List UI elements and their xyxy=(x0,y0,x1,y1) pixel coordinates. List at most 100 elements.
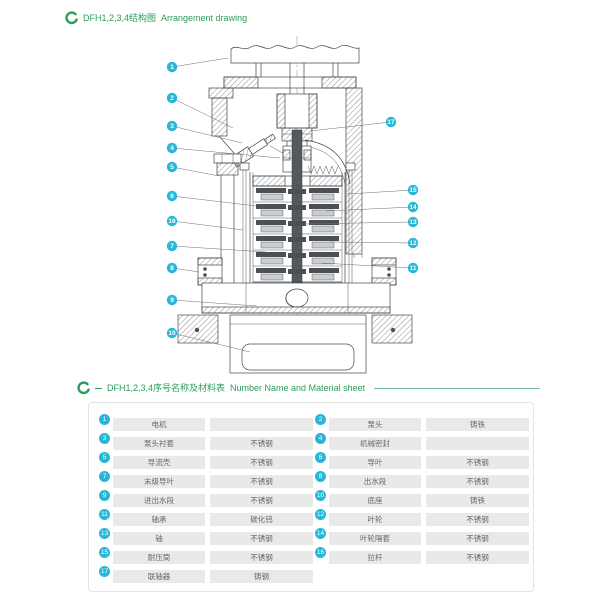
svg-text:9: 9 xyxy=(170,297,174,304)
part-name-cell: 轴承 xyxy=(113,513,205,526)
row-number-badge: 17 xyxy=(99,566,110,577)
suction-flange-right xyxy=(353,254,397,286)
callout-6: 6 xyxy=(166,190,257,207)
header-rule xyxy=(374,387,540,389)
part-material-cell xyxy=(426,437,529,450)
table-title-zh: DFH1,2,3,4序号名称及材料表 xyxy=(107,382,226,393)
svg-text:17: 17 xyxy=(387,119,395,126)
part-material-cell: 不锈钢 xyxy=(210,456,313,469)
brand-logo-icon xyxy=(64,11,78,25)
pump-casing xyxy=(201,282,391,314)
brand-logo-icon xyxy=(76,381,90,395)
part-material-cell: 不锈钢 xyxy=(210,532,313,545)
row-number-badge: 7 xyxy=(99,471,110,482)
row-number-badge: 14 xyxy=(315,528,326,539)
row-number-badge: 15 xyxy=(99,547,110,558)
row-number-badge: 13 xyxy=(99,528,110,539)
callout-1: 1 xyxy=(166,57,229,73)
table-section-header: DFH1,2,3,4序号名称及材料表 Number Name and Mater… xyxy=(76,381,540,395)
part-name-cell: 导叶 xyxy=(329,456,421,469)
part-name-cell: 机械密封 xyxy=(329,437,421,450)
row-number-badge: 8 xyxy=(315,471,326,482)
part-material-cell: 铸铁 xyxy=(426,494,529,507)
part-material-cell: 不锈钢 xyxy=(426,513,529,526)
header-dash xyxy=(95,387,102,389)
drawing-section-header: DFH1,2,3,4结构图 Arrangement drawing xyxy=(64,11,247,25)
svg-text:16: 16 xyxy=(168,218,176,225)
drawing-title-en: Arrangement drawing xyxy=(161,12,248,23)
svg-text:4: 4 xyxy=(170,145,174,152)
fill-pipe xyxy=(213,153,242,283)
table-title-en: Number Name and Material sheet xyxy=(230,382,366,393)
svg-text:10: 10 xyxy=(168,330,176,337)
svg-text:3: 3 xyxy=(170,123,174,130)
drawing-title-zh: DFH1,2,3,4结构图 xyxy=(83,12,157,23)
callout-16: 16 xyxy=(166,215,244,231)
part-name-cell: 叶轮 xyxy=(329,513,421,526)
svg-text:1: 1 xyxy=(170,64,174,71)
part-name-cell: 叶轮隔套 xyxy=(329,532,421,545)
callout-13: 13 xyxy=(303,216,419,228)
svg-text:2: 2 xyxy=(170,95,174,102)
callout-12: 12 xyxy=(329,237,419,249)
foot-flange-left xyxy=(177,314,219,344)
tie-rods xyxy=(239,162,356,283)
row-number-badge: 2 xyxy=(315,414,326,425)
part-material-cell: 不锈钢 xyxy=(210,475,313,488)
callout-2: 2 xyxy=(166,92,234,129)
part-material-cell: 不锈钢 xyxy=(210,494,313,507)
part-material-cell: 不锈钢 xyxy=(426,456,529,469)
svg-text:8: 8 xyxy=(170,265,174,272)
part-material-cell: 不锈钢 xyxy=(426,551,529,564)
svg-text:15: 15 xyxy=(409,187,417,194)
stage-stack xyxy=(253,185,342,281)
callout-4: 4 xyxy=(166,142,281,159)
part-name-cell: 拉杆 xyxy=(329,551,421,564)
seal-spring xyxy=(307,165,339,175)
suction-flange-left xyxy=(197,257,223,286)
row-number-badge: 4 xyxy=(315,433,326,444)
svg-text:14: 14 xyxy=(409,204,417,211)
row-number-badge: 5 xyxy=(99,452,110,463)
callout-7: 7 xyxy=(166,240,267,253)
row-number-badge: 1 xyxy=(99,414,110,425)
part-name-cell: 进出水段 xyxy=(113,494,205,507)
svg-text:7: 7 xyxy=(170,243,174,250)
row-number-badge: 3 xyxy=(99,433,110,444)
part-name-cell: 泵头衬套 xyxy=(113,437,205,450)
part-material-cell: 铸铁 xyxy=(426,418,529,431)
part-name-cell: 泵头 xyxy=(329,418,421,431)
callout-5: 5 xyxy=(166,161,220,177)
part-name-cell: 联轴器 xyxy=(113,570,205,583)
part-name-cell: 导流壳 xyxy=(113,456,205,469)
part-material-cell: 铸钢 xyxy=(210,570,313,583)
callout-14: 14 xyxy=(325,201,419,213)
part-material-cell: 不锈钢 xyxy=(210,551,313,564)
callout-17: 17 xyxy=(309,116,397,132)
callout-11: 11 xyxy=(320,262,419,274)
foot-flange-right xyxy=(371,314,413,344)
part-name-cell: 轴 xyxy=(113,532,205,545)
part-material-cell: 不锈钢 xyxy=(426,475,529,488)
part-name-cell: 底座 xyxy=(329,494,421,507)
callout-8: 8 xyxy=(166,262,200,274)
part-material-cell: 不锈钢 xyxy=(210,437,313,450)
